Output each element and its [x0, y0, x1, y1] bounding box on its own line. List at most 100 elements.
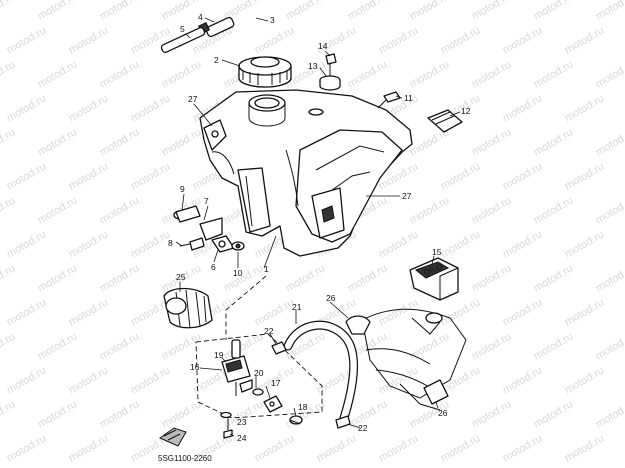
clip-12-part [427, 109, 463, 133]
watermark-text: motod.ru [5, 228, 49, 260]
watermark-text: motod.ru [160, 0, 204, 23]
watermark-text: motod.ru [98, 330, 142, 362]
mounting-hardware-part [173, 205, 245, 253]
callout-13: 13 [308, 61, 318, 71]
watermark-text: motod.ru [470, 330, 514, 362]
watermark-text: motod.ru [98, 0, 142, 23]
watermark-text: motod.ru [501, 160, 545, 192]
callout-12: 12 [461, 106, 471, 116]
watermark-text: motod.ru [470, 194, 514, 226]
watermark-text: motod.ru [98, 262, 142, 294]
watermark-text: motod.ru [470, 0, 514, 23]
watermark-text: motod.ru [67, 296, 111, 328]
callout-22-bottom: 22 [358, 423, 368, 433]
watermark-text: motod.ru [377, 24, 421, 56]
callout-3: 3 [270, 15, 275, 25]
watermark-text: motod.ru [563, 160, 607, 192]
fuel-cock-small-parts [252, 388, 303, 425]
callout-20: 20 [254, 368, 264, 378]
watermark-text: motod.ru [253, 24, 297, 56]
watermark-text: motod.ru [98, 126, 142, 158]
watermark-text: motod.ru [532, 0, 576, 23]
watermark-text: motod.ru [67, 160, 111, 192]
callout-5: 5 [180, 24, 185, 34]
watermark-text: motod.ru [67, 92, 111, 124]
watermark-text: motod.ru [0, 126, 17, 158]
callout-6: 6 [211, 262, 216, 272]
watermark-text: motod.ru [563, 364, 607, 396]
watermark-text: motod.ru [594, 330, 625, 362]
watermark-text: motod.ru [129, 364, 173, 396]
watermark-text: motod.ru [98, 58, 142, 90]
watermark-text: motod.ru [501, 92, 545, 124]
callout-26-bottom: 26 [438, 408, 448, 418]
watermark-text: motod.ru [129, 160, 173, 192]
watermark-text: motod.ru [129, 228, 173, 260]
callout-18: 18 [298, 402, 308, 412]
watermark-text: motod.ru [594, 126, 625, 158]
watermark-text: motod.ru [439, 228, 483, 260]
callout-leader-lines [175, 17, 461, 437]
callout-21: 21 [292, 302, 302, 312]
watermark-text: motod.ru [408, 0, 452, 23]
watermark-text: motod.ru [439, 24, 483, 56]
callout-19: 19 [214, 350, 224, 360]
callout-15: 15 [432, 247, 442, 257]
watermark-text: motod.ru [377, 228, 421, 260]
watermark-text: motod.ru [0, 58, 17, 90]
watermark-text: motod.ru [563, 228, 607, 260]
watermark-text: motod.ru [36, 0, 80, 23]
watermark-text: motod.ru [5, 296, 49, 328]
watermark-text: motod.ru [563, 92, 607, 124]
watermark-text: motod.ru [501, 296, 545, 328]
emblem-bracket-15-part: Ori.O [409, 257, 459, 301]
watermark-text: motod.ru [5, 160, 49, 192]
watermark-text: motod.ru [36, 58, 80, 90]
watermark-text: motod.ru [346, 58, 390, 90]
callout-7: 7 [204, 196, 209, 206]
watermark-text: motod.ru [0, 194, 17, 226]
watermark-text: motod.ru [501, 24, 545, 56]
watermark-text: motod.ru [160, 58, 204, 90]
damper-13-14-part [319, 53, 341, 91]
breather-hose-part [231, 11, 269, 35]
callout-27-right: 27 [402, 191, 412, 201]
callout-4: 4 [198, 12, 203, 22]
fuel-cap-part [238, 56, 292, 88]
watermark-text: motod.ru [253, 296, 297, 328]
watermark-text: motod.ru [470, 58, 514, 90]
watermark-text: motod.ru [160, 398, 204, 430]
callout-26-top: 26 [326, 293, 336, 303]
bracket-cap-part [158, 427, 187, 447]
watermark-text: motod.ru [67, 432, 111, 464]
watermark-text: motod.ru [501, 432, 545, 464]
watermark-text: motod.ru [0, 330, 17, 362]
frame-section-part [345, 308, 467, 411]
watermark-text: motod.ru [470, 126, 514, 158]
watermark-text: motod.ru [563, 24, 607, 56]
callout-14: 14 [318, 41, 328, 51]
watermark-text: motod.ru [36, 398, 80, 430]
watermark-text: motod.ru [408, 194, 452, 226]
watermark-text: motod.ru [5, 92, 49, 124]
watermark-text: motod.ru [160, 126, 204, 158]
watermark-text: motod.ru [36, 126, 80, 158]
watermark-text: motod.ru [5, 364, 49, 396]
watermark-text: motod.ru [408, 330, 452, 362]
watermark-text: motod.ru [439, 432, 483, 464]
watermark-text: motod.ru [284, 0, 328, 23]
watermark-text: motod.ru [253, 432, 297, 464]
watermark-text: motod.ru [98, 194, 142, 226]
watermark-text: motod.ru [532, 330, 576, 362]
fuel-cock-dashed-leader [225, 275, 267, 340]
watermark-text: motod.ru [284, 262, 328, 294]
callout-27-left: 27 [188, 94, 198, 104]
callout-22-top: 22 [264, 326, 274, 336]
watermark-text: motod.ru [532, 262, 576, 294]
watermark-text: motod.ru [532, 58, 576, 90]
watermark-text: motod.ru [594, 262, 625, 294]
watermark-text: motod.ru [346, 0, 390, 23]
fuel-hose-21-part [283, 320, 359, 423]
callout-11: 11 [404, 93, 413, 103]
watermark-text: motod.ru [0, 398, 17, 430]
